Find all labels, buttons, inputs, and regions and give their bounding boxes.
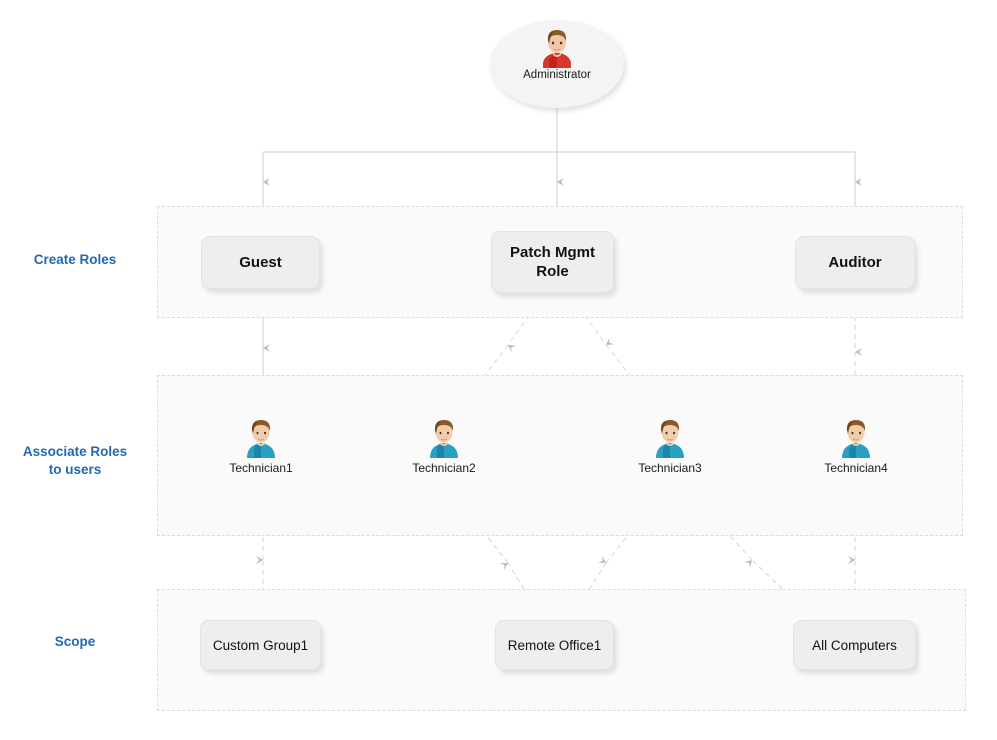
node-role-patch-mgmt[interactable]: Patch Mgmt Role <box>491 231 614 293</box>
node-scope-all-computers[interactable]: All Computers <box>793 620 916 670</box>
node-role-guest-label: Guest <box>239 254 282 271</box>
node-scope-custom-group1[interactable]: Custom Group1 <box>200 620 321 670</box>
node-user-technician2[interactable]: Technician2 <box>389 418 499 475</box>
node-scope-all-computers-label: All Computers <box>812 637 897 653</box>
node-scope-remote-office1-label: Remote Office1 <box>507 637 602 653</box>
technician-avatar-icon <box>430 420 458 458</box>
node-scope-custom-group1-label: Custom Group1 <box>212 637 309 653</box>
lane-label-associate-roles: Associate Roles to users <box>0 443 150 479</box>
node-user-technician3-label: Technician3 <box>638 461 702 475</box>
lane-label-associate-line1: Associate Roles <box>22 444 128 459</box>
node-role-auditor-label: Auditor <box>828 254 882 271</box>
node-user-technician4[interactable]: Technician4 <box>801 418 911 475</box>
node-administrator-label: Administrator <box>523 69 591 81</box>
node-user-technician1-label: Technician1 <box>229 461 293 475</box>
node-user-technician1[interactable]: Technician1 <box>206 418 316 475</box>
node-role-patch-mgmt-label-line2: Role <box>536 263 569 280</box>
lane-label-scope: Scope <box>54 634 96 649</box>
lane-label-create-roles: Create Roles <box>33 252 117 267</box>
node-user-technician2-label: Technician2 <box>412 461 476 475</box>
node-user-technician3[interactable]: Technician3 <box>615 418 725 475</box>
technician-avatar-icon <box>247 420 275 458</box>
node-scope-remote-office1[interactable]: Remote Office1 <box>495 620 614 670</box>
technician-avatar-icon <box>656 420 684 458</box>
lane-associate-roles <box>157 375 963 536</box>
administrator-avatar-icon <box>543 30 571 68</box>
node-administrator[interactable]: Administrator <box>490 20 624 108</box>
node-role-guest[interactable]: Guest <box>201 236 320 289</box>
node-role-patch-mgmt-label-line1: Patch Mgmt <box>509 244 595 261</box>
lane-label-associate-line2: to users <box>48 462 102 477</box>
node-user-technician4-label: Technician4 <box>824 461 888 475</box>
technician-avatar-icon <box>842 420 870 458</box>
node-role-auditor[interactable]: Auditor <box>795 236 915 289</box>
